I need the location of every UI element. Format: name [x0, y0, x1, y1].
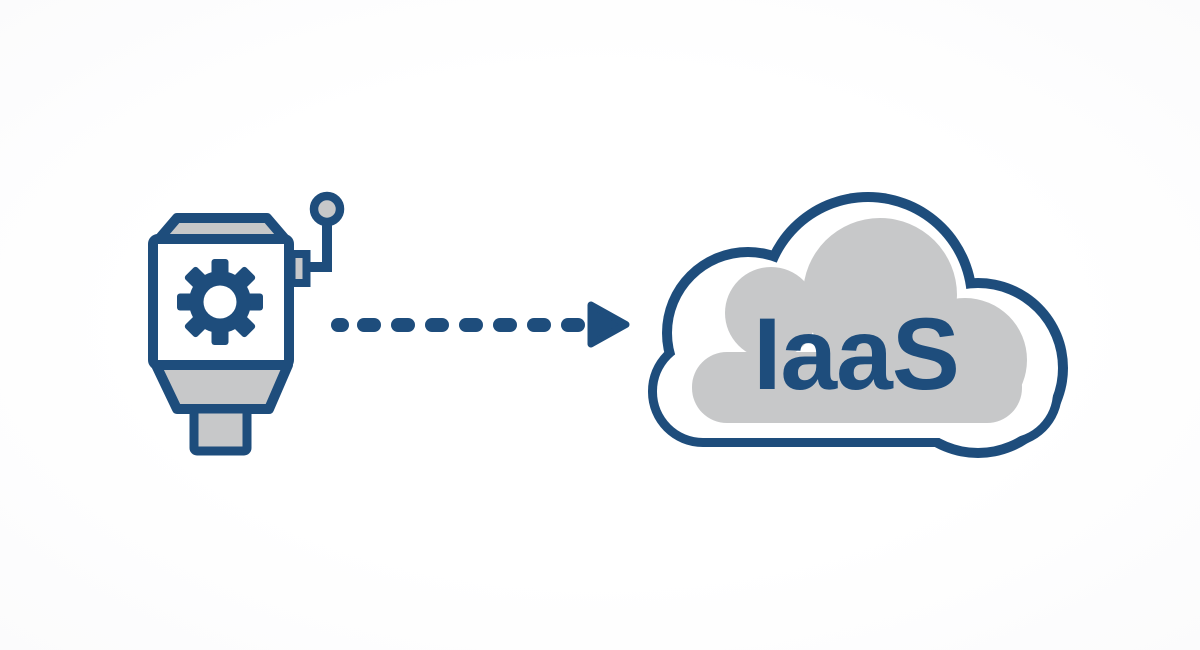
iaas-label: IaaS — [753, 297, 959, 411]
cloud-gray-fill — [692, 218, 1027, 423]
cloud-icon: IaaS — [648, 192, 1068, 458]
dashed-arrow-right-icon — [331, 301, 630, 348]
antenna-icon — [298, 191, 345, 272]
iot-device-gear-icon — [148, 191, 345, 456]
device-foot — [189, 404, 252, 456]
device-base — [151, 360, 293, 414]
gear-icon — [177, 259, 263, 345]
arrow-head — [587, 301, 630, 348]
